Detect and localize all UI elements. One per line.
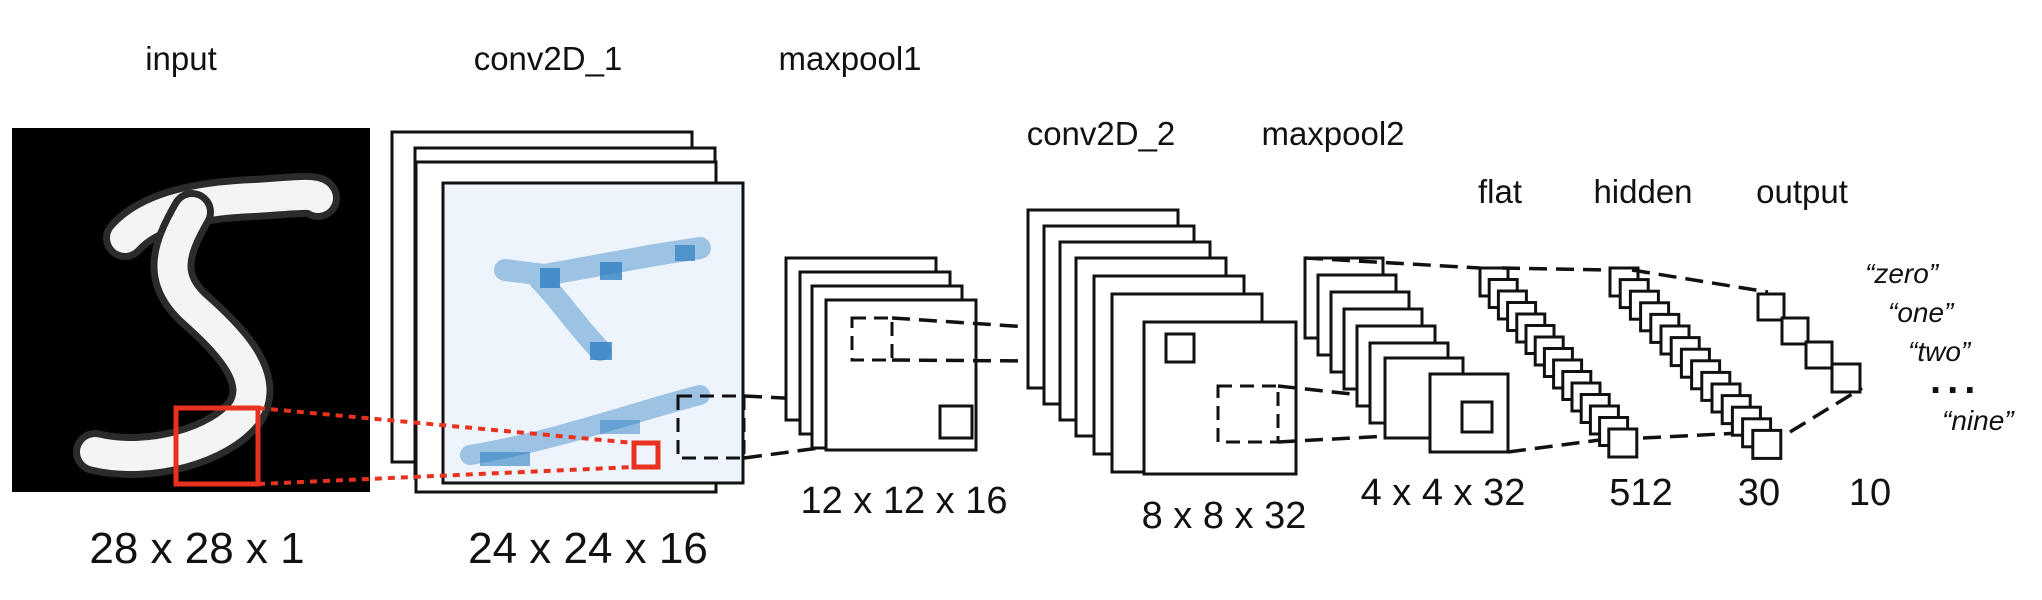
input-dims-label: 28 x 28 x 1 xyxy=(89,524,304,573)
maxpool1-dims-label: 12 x 12 x 16 xyxy=(800,480,1007,522)
conv2-to-pool2-projection xyxy=(1277,430,1463,444)
flat-layer xyxy=(1478,266,1639,459)
class-label-nine: “nine” xyxy=(1942,405,2015,436)
conv2d-2-output-pixel xyxy=(1164,332,1196,364)
input-image xyxy=(12,128,370,492)
output-layer-label: output xyxy=(1756,173,1848,210)
class-label-zero: “zero” xyxy=(1865,258,1940,289)
maxpool2-pooled-cell xyxy=(1460,400,1494,434)
conv2d-1-dims-label: 24 x 24 x 16 xyxy=(468,524,708,573)
hidden-dims-label: 30 xyxy=(1738,472,1780,514)
maxpool1-stack xyxy=(784,256,978,452)
conv2d-2-pool-window xyxy=(1216,384,1280,444)
conv2d-1-stack xyxy=(390,130,746,494)
maxpool2-dims-label: 4 x 4 x 32 xyxy=(1361,472,1526,514)
hidden-layer-label: hidden xyxy=(1593,173,1692,210)
hidden-to-output-projection xyxy=(1789,386,1863,434)
input-layer-label: input xyxy=(145,40,217,77)
conv2d-1-output-pixel xyxy=(631,440,661,470)
maxpool2-layer-label: maxpool2 xyxy=(1261,115,1404,152)
conv2d-2-layer-label: conv2D_2 xyxy=(1027,115,1176,152)
hidden-to-output-projection xyxy=(1631,268,1769,294)
hidden-layer xyxy=(1608,266,1783,460)
output-neuron xyxy=(1780,316,1810,346)
input-receptive-field xyxy=(173,405,261,487)
flat-to-hidden-projection xyxy=(1501,266,1611,272)
output-neuron xyxy=(1830,362,1862,394)
conv2d-1-pool-window xyxy=(676,394,746,460)
output-neuron xyxy=(1804,340,1834,370)
maxpool1-conv-window xyxy=(850,316,894,362)
flat-layer-label: flat xyxy=(1478,173,1522,210)
input-to-conv1-projection xyxy=(257,465,635,486)
flat-dims-label: 512 xyxy=(1609,472,1672,514)
pool2-to-flat-projection xyxy=(1304,256,1481,270)
conv2d-2-dims-label: 8 x 8 x 32 xyxy=(1142,495,1307,537)
class-label-ellipsis: ... xyxy=(1930,358,1981,402)
maxpool1-layer-label: maxpool1 xyxy=(778,40,921,77)
conv2d-2-stack xyxy=(1026,208,1298,476)
conv2d-1-layer-label: conv2D_1 xyxy=(474,40,623,77)
maxpool2-active-map xyxy=(1428,372,1510,454)
output-layer xyxy=(1756,292,1862,394)
class-label-two: “two” xyxy=(1908,336,1972,367)
maxpool1-pooled-cell xyxy=(938,404,974,440)
maxpool2-stack xyxy=(1303,256,1510,454)
flat-neuron xyxy=(1607,427,1639,459)
pool2-to-flat-projection xyxy=(1507,436,1616,454)
digit-five-stroke xyxy=(73,172,340,478)
input-to-conv1-projection xyxy=(257,406,635,445)
hidden-neuron xyxy=(1751,428,1783,460)
conv2d-2-active-map xyxy=(1142,320,1298,476)
class-label-one: “one” xyxy=(1888,297,1955,328)
output-neuron xyxy=(1756,292,1786,322)
output-dims-label: 10 xyxy=(1849,472,1891,514)
